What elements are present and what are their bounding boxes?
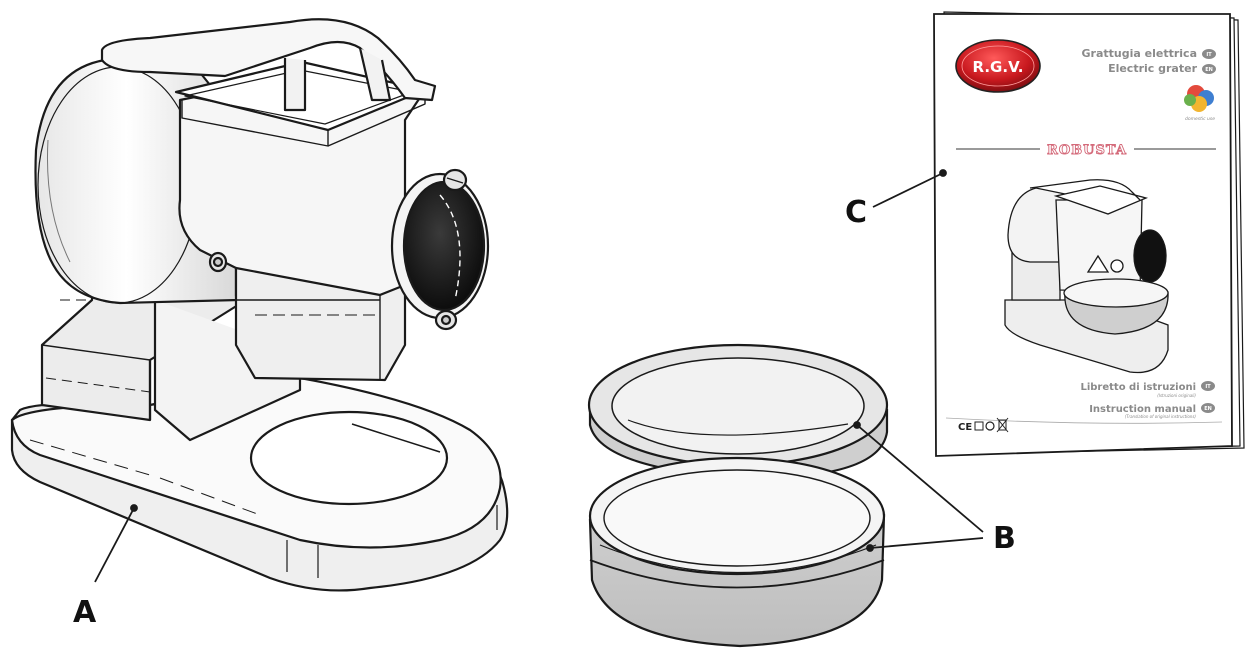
domestic-use-logo-icon xyxy=(1184,85,1214,112)
container-lid xyxy=(587,343,889,480)
grater-lower-housing xyxy=(234,266,407,382)
badge-en-lower-label: EN xyxy=(1204,406,1212,412)
grater-drum-window xyxy=(402,180,486,312)
instruction-manual: R.G.V. Grattugia elettrica IT Electric g… xyxy=(933,11,1245,457)
badge-it-lower-icon xyxy=(1201,381,1215,391)
callout-lines xyxy=(94,169,984,583)
badge-it-lower-label: IT xyxy=(1205,384,1211,390)
callout-b-label: B xyxy=(993,521,1016,556)
manual-small-brand: domestic use xyxy=(1185,116,1215,122)
manual-libretto: Libretto di istruzioni xyxy=(1080,382,1196,393)
badge-it-label: IT xyxy=(1206,52,1212,58)
grater-machine xyxy=(10,18,509,592)
certification-circle-icon xyxy=(985,421,995,431)
manual-product-illustration xyxy=(1004,179,1169,374)
manual-instruction-sub: (Translation of original instructions) xyxy=(1125,414,1197,419)
callout-a-label: A xyxy=(73,595,97,630)
manual-logo xyxy=(955,39,1041,93)
badge-en-label: EN xyxy=(1205,67,1213,73)
manual-title-it: Grattugia elettrica xyxy=(1082,47,1197,60)
grater-base-hole xyxy=(249,410,449,506)
badge-it-icon xyxy=(1202,49,1216,59)
badge-en-lower-icon xyxy=(1201,403,1215,413)
manual-logo-text: R.G.V. xyxy=(973,58,1024,76)
badge-en-icon xyxy=(1202,64,1216,74)
manual-instruction-label: Instruction manual xyxy=(1089,404,1196,415)
grater-hopper-body xyxy=(178,68,427,298)
ce-mark: CE xyxy=(958,422,972,433)
manual-libretto-sub: (Istruzioni originali) xyxy=(1157,393,1196,398)
grater-handle xyxy=(100,18,437,102)
manual-model-name: ROBUSTA xyxy=(1047,143,1127,158)
weee-bin-icon xyxy=(996,417,1009,433)
certification-box-icon xyxy=(974,421,984,431)
manual-title-en: Electric grater xyxy=(1108,62,1198,75)
callout-c-label: C xyxy=(845,195,867,230)
container-bowl xyxy=(588,456,886,648)
